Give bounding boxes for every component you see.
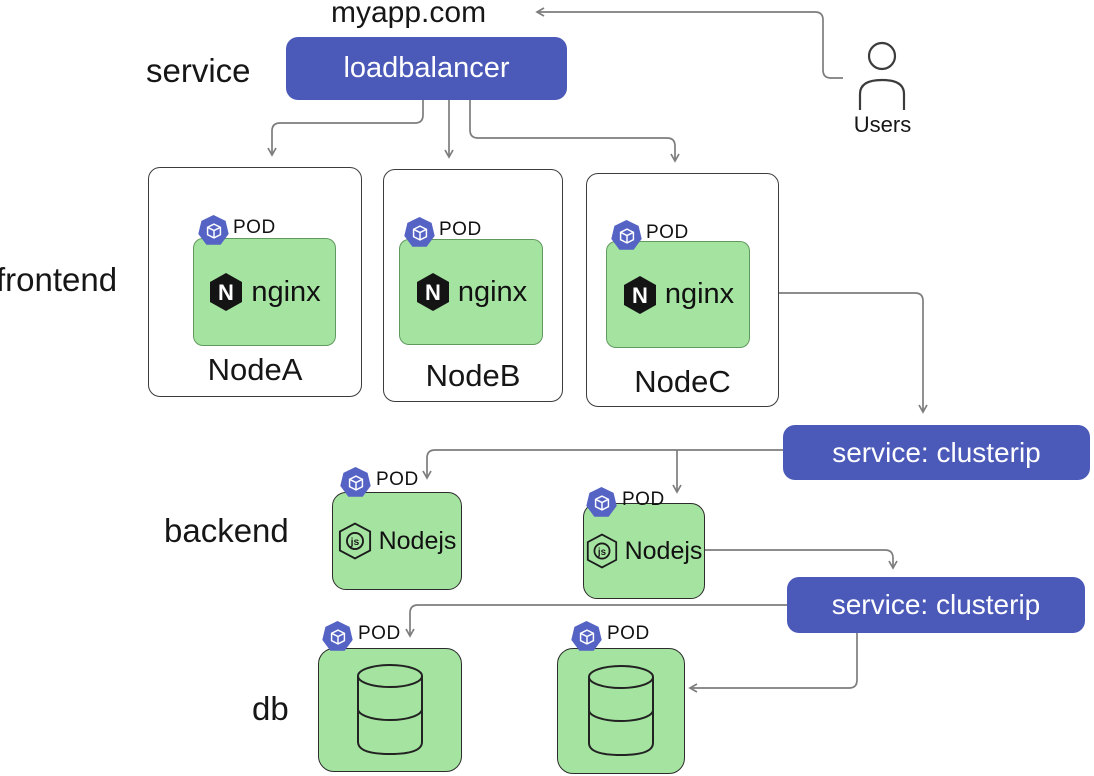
database-cylinder-icon	[357, 664, 423, 756]
db-pod-2	[557, 648, 685, 774]
kubernetes-pod-icon	[198, 215, 229, 245]
node-c-label: NodeC	[634, 364, 731, 399]
clusterip-label: service: clusterip	[831, 589, 1041, 620]
nginx-label: nginx	[664, 278, 735, 310]
pod-label: POD	[376, 469, 419, 490]
node-c-box: N nginx POD NodeC	[586, 173, 779, 407]
users-icon	[858, 41, 906, 110]
svg-text:js: js	[349, 537, 359, 548]
pod-label: POD	[233, 217, 276, 238]
loadbalancer-box: loadbalancer	[286, 37, 567, 100]
clusterip-label: service: clusterip	[832, 436, 1041, 468]
arrow-clusterip2-to-db1	[405, 604, 787, 638]
cube-icon	[348, 474, 363, 491]
kubernetes-pod-icon	[611, 220, 642, 250]
nodejs-label: Nodejs	[624, 536, 703, 565]
tier-label-backend: backend	[164, 512, 289, 549]
users-label: Users	[853, 112, 912, 137]
nodejs-pod-1: js Nodejs	[332, 492, 462, 590]
svg-text:N: N	[425, 280, 441, 305]
kubernetes-pod-icon	[571, 621, 602, 651]
cube-icon	[594, 494, 609, 511]
kubernetes-pod-icon	[322, 621, 353, 651]
nginx-label: nginx	[457, 275, 528, 308]
arrow-node-c-to-clusterip1	[777, 292, 928, 414]
nodejs-pod-2: js Nodejs	[583, 503, 705, 599]
kubernetes-pod-icon	[404, 217, 435, 247]
node-a-label: NodeA	[207, 352, 303, 387]
nginx-pod-node-a: N nginx	[193, 238, 336, 346]
nodejs-label: Nodejs	[378, 526, 457, 555]
cube-icon	[579, 628, 594, 645]
nodejs-icon: js	[586, 533, 617, 569]
cube-icon	[412, 224, 427, 241]
kubernetes-pod-icon	[586, 487, 617, 517]
database-cylinder-icon	[588, 665, 654, 757]
clusterip-service-box-2: service: clusterip	[787, 577, 1085, 633]
node-b-box: N nginx POD NodeB	[383, 169, 563, 402]
svg-text:N: N	[218, 280, 234, 305]
clusterip-service-box-1: service: clusterip	[783, 425, 1090, 480]
cube-icon	[619, 227, 634, 244]
nginx-pod-node-c: N nginx	[606, 241, 750, 348]
pod-label: POD	[358, 623, 401, 644]
tier-label-db: db	[252, 690, 289, 727]
arrow-lb-to-node-c	[469, 100, 680, 163]
arrow-clusterip1-to-backend1	[422, 449, 783, 480]
tier-label-frontend: frontend	[0, 261, 118, 298]
nginx-icon: N	[210, 273, 243, 311]
pod-label: POD	[607, 623, 650, 644]
cube-icon	[206, 222, 221, 239]
node-b-label: NodeB	[425, 358, 521, 393]
nodejs-icon: js	[338, 522, 371, 560]
cube-icon	[330, 628, 345, 645]
arrow-lb-to-node-a	[267, 100, 424, 157]
node-a-box: N nginx POD NodeA	[148, 167, 362, 397]
pod-label: POD	[622, 489, 665, 510]
nginx-pod-node-b: N nginx	[399, 239, 543, 345]
db-pod-1	[318, 648, 462, 772]
nginx-icon: N	[416, 273, 449, 311]
svg-text:N: N	[632, 283, 648, 308]
svg-text:js: js	[597, 547, 607, 558]
nginx-icon: N	[623, 275, 656, 314]
pod-label: POD	[646, 222, 689, 243]
nginx-label: nginx	[251, 275, 321, 308]
arrow-users-to-domain	[535, 7, 843, 79]
loadbalancer-label: loadbalancer	[343, 52, 510, 84]
tier-label-service: service	[146, 52, 251, 89]
pod-label: POD	[439, 219, 482, 240]
kubernetes-pod-icon	[340, 467, 371, 497]
domain-label: myapp.com	[331, 0, 487, 29]
arrow-backend2-to-clusterip2	[703, 549, 898, 570]
arrow-clusterip2-to-db2	[688, 633, 858, 693]
